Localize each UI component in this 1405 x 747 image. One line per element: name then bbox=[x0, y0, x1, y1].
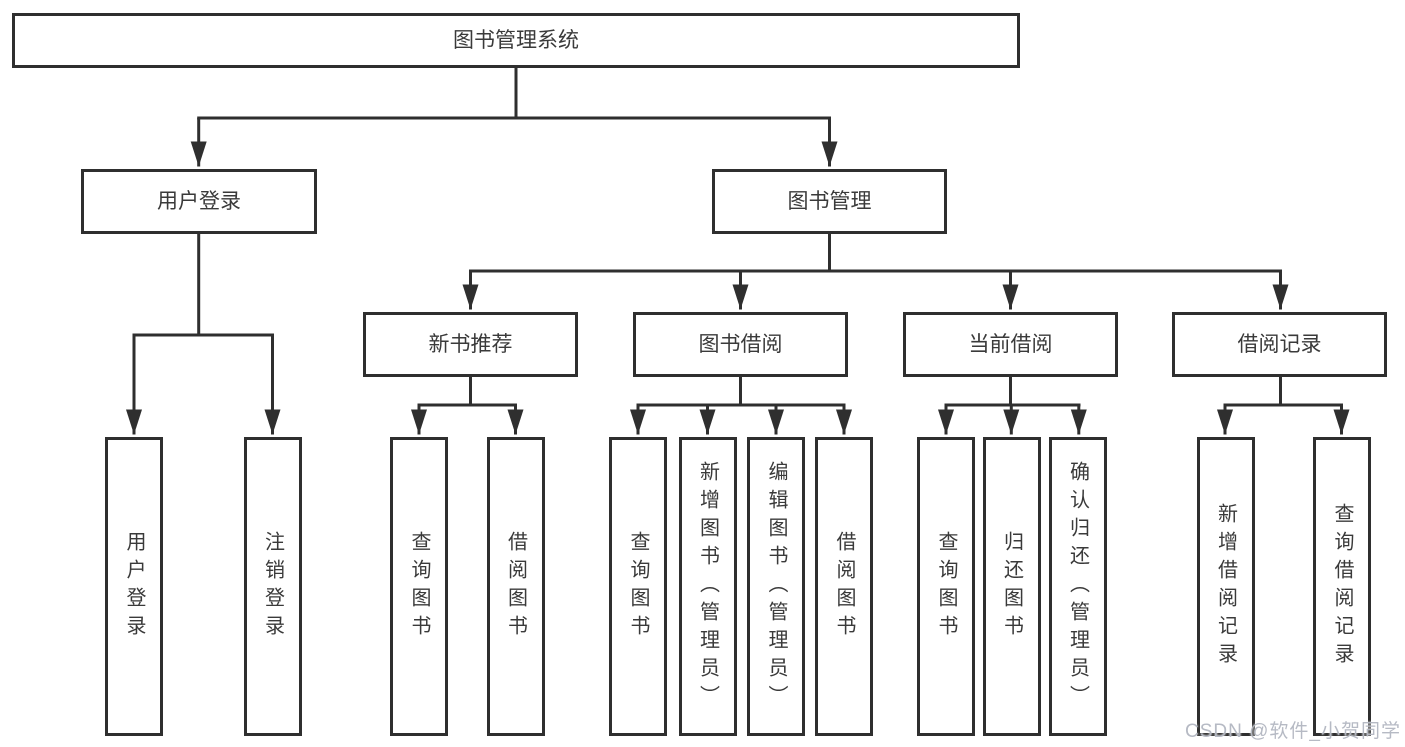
node-root: 图书管理系统 bbox=[12, 13, 1020, 68]
node-book-management: 图书管理 bbox=[712, 169, 947, 234]
node-new-book-recommend: 新书推荐 bbox=[363, 312, 578, 377]
leaf-edit-book-admin: 编辑图书（管理员） bbox=[747, 437, 805, 736]
leaf-return-book: 归还图书 bbox=[982, 437, 1041, 736]
leaf-query-books-3: 查询图书 bbox=[917, 437, 975, 736]
leaf-borrow-books-2: 借阅图书 bbox=[815, 437, 873, 736]
node-book-borrow: 图书借阅 bbox=[633, 312, 848, 377]
leaf-logout: 注销登录 bbox=[243, 437, 302, 736]
leaf-query-books-2: 查询图书 bbox=[609, 437, 667, 736]
leaf-query-borrow-record: 查询借阅记录 bbox=[1313, 437, 1371, 736]
leaf-add-book-admin: 新增图书（管理员） bbox=[678, 437, 737, 736]
csdn-watermark: CSDN @软件_小贺同学 bbox=[1185, 721, 1401, 742]
node-current-borrow: 当前借阅 bbox=[903, 312, 1118, 377]
node-user-login: 用户登录 bbox=[81, 169, 317, 234]
leaf-add-borrow-record: 新增借阅记录 bbox=[1196, 437, 1255, 736]
leaf-confirm-return-admin: 确认归还（管理员） bbox=[1048, 437, 1107, 736]
node-borrow-record: 借阅记录 bbox=[1172, 312, 1387, 377]
leaf-user-login: 用户登录 bbox=[105, 437, 163, 736]
leaf-borrow-books-1: 借阅图书 bbox=[486, 437, 545, 736]
leaf-query-books-1: 查询图书 bbox=[390, 437, 448, 736]
